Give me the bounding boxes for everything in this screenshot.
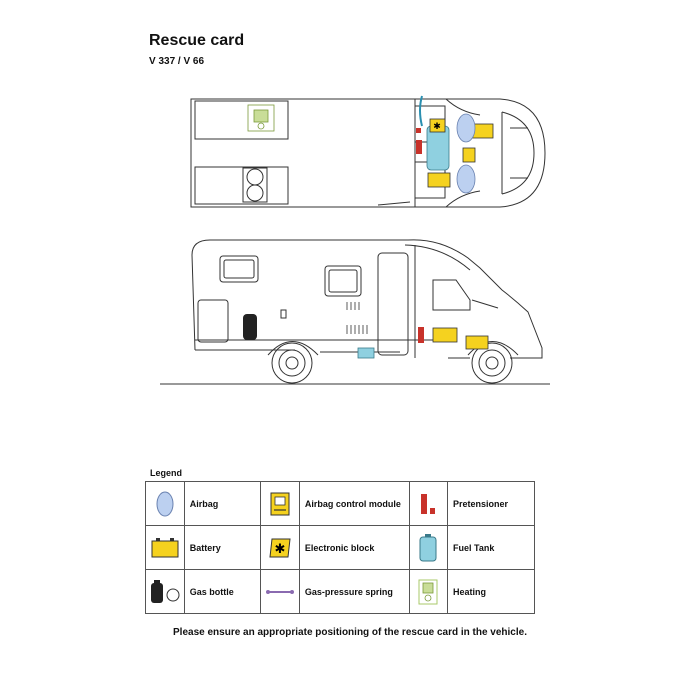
top-view xyxy=(190,98,546,208)
airbag-icon xyxy=(156,491,174,516)
gas-pressure-spring-icon xyxy=(266,589,295,594)
legend-cell-icon xyxy=(260,481,300,526)
side-view xyxy=(160,239,550,385)
pretensioner-icon xyxy=(421,493,436,514)
heating-icon xyxy=(418,579,438,604)
side-battery-marker-1 xyxy=(432,327,458,343)
side-pretensioner-marker xyxy=(418,327,424,343)
top-pretensioner-marker xyxy=(416,140,422,154)
model-subtitle: V 337 / V 66 xyxy=(149,56,205,67)
positioning-note: Please ensure an appropriate positioning… xyxy=(173,627,527,638)
legend-cell-icon xyxy=(408,569,448,614)
legend-cell-icon xyxy=(408,525,448,570)
page-title: Rescue card xyxy=(149,32,245,49)
top-airbag-marker-2 xyxy=(456,164,476,194)
top-battery-marker-2 xyxy=(427,172,451,188)
legend-title: Legend xyxy=(150,468,183,478)
legend-label: Airbag control module xyxy=(298,481,410,526)
legend-cell-icon xyxy=(408,481,448,526)
side-gas-bottle-marker xyxy=(243,314,257,340)
legend-cell-icon: ✱ xyxy=(260,525,300,570)
legend-label: Electronic block xyxy=(298,525,410,570)
legend-cell-icon xyxy=(145,569,185,614)
electronic-block-icon: ✱ xyxy=(269,538,291,557)
battery-icon xyxy=(151,537,179,557)
top-heating-marker xyxy=(247,104,275,132)
top-airbag-control-marker xyxy=(462,147,476,163)
top-fuel-tank-marker xyxy=(426,125,450,171)
vehicle-drawings: ✱ xyxy=(160,95,550,385)
legend-label: Battery xyxy=(183,525,262,570)
legend-label: Fuel Tank xyxy=(446,525,536,570)
legend-row: Airbag Airbag control module Pretensione… xyxy=(145,481,536,526)
airbag-control-module-icon xyxy=(270,492,290,515)
gas-bottle-icon xyxy=(150,579,180,603)
legend-cell-icon xyxy=(145,481,185,526)
legend-label: Gas bottle xyxy=(183,569,262,614)
svg-text:✱: ✱ xyxy=(433,122,441,132)
legend-cell-icon xyxy=(145,525,185,570)
legend-label: Pretensioner xyxy=(446,481,536,526)
legend-label: Heating xyxy=(446,569,536,614)
legend-table: Airbag Airbag control module Pretensione… xyxy=(145,481,536,614)
top-airbag-marker-1 xyxy=(456,113,476,143)
legend-row: Gas bottle Gas-pressure spring Heating xyxy=(145,569,536,614)
legend-label: Airbag xyxy=(183,481,262,526)
legend-label: Gas-pressure spring xyxy=(298,569,410,614)
legend-row: Battery ✱ Electronic block Fuel Tank xyxy=(145,525,536,570)
side-fuel-tank-marker xyxy=(357,347,375,359)
top-electronic-block-marker xyxy=(429,118,446,133)
side-battery-marker-2 xyxy=(465,335,489,350)
fuel-tank-icon xyxy=(419,533,437,561)
svg-text:✱: ✱ xyxy=(275,542,286,557)
legend-cell-icon xyxy=(260,569,300,614)
